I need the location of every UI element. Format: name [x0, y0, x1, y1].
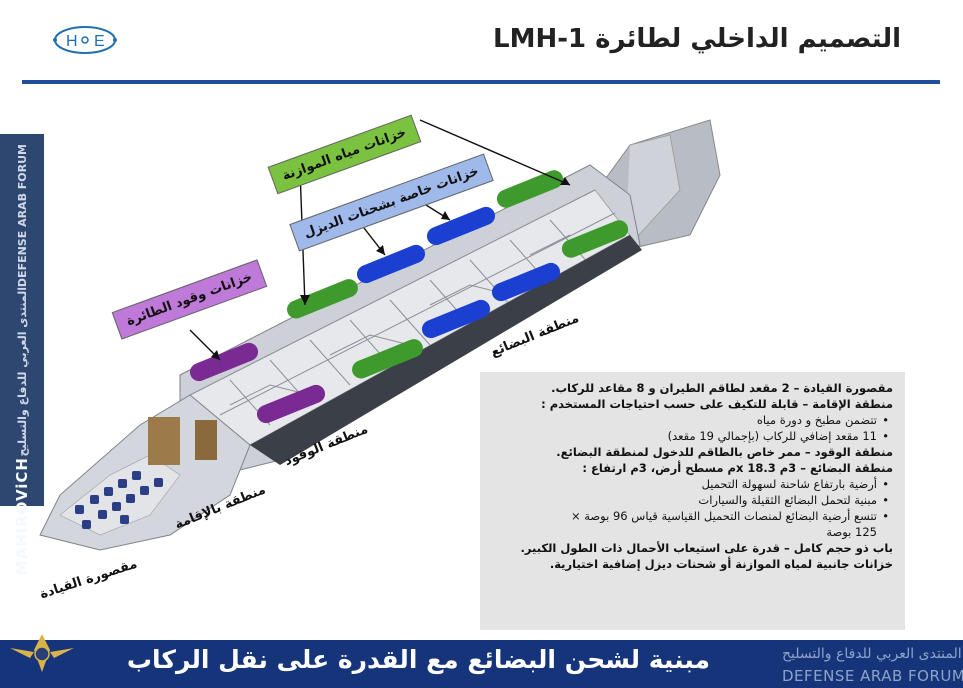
- galley-cabinet: [148, 417, 180, 465]
- footer-watermark-ar: المنتدى العربي للدفاع والتسليح: [782, 646, 962, 662]
- footer-watermark-en: DEFENSE ARAB FORUM: [782, 667, 963, 685]
- spec-side-tanks: خزانات جانبية لمياه الموازنة أو شحنات دي…: [549, 557, 893, 571]
- logo-letter-h: H: [66, 33, 78, 50]
- footer-bar: [0, 640, 963, 688]
- side-brand: MAHiROViCH: [13, 456, 31, 575]
- spec-heavy-loads: مبنية لتحمل البضائع الثقيلة والسيارات: [488, 492, 893, 508]
- spec-extra-seats: 11 مقعد إضافي للركاب (بإجمالي 19 مقعد): [488, 428, 893, 444]
- side-forum-ar: المنتدى العربي للدفاع والتسليح: [15, 287, 29, 457]
- page-title: التصميم الداخلي لطائرة LMH-1: [493, 24, 901, 54]
- spec-cargo: منطقة البضائع – 3م x 18.3م مسطح أرض، 3م …: [582, 461, 893, 475]
- spec-galley: تتضمن مطبخ و دورة مياه: [488, 412, 893, 428]
- side-forum-en: DEFENSE ARAB FORUM: [15, 144, 29, 288]
- spec-door: باب ذو حجم كامل – قدرة على استيعاب الأحم…: [520, 541, 894, 555]
- logo-letter-e: E: [94, 33, 105, 50]
- spec-accommodation: منطقة الإقامة – قابلة للتكيف على حسب احت…: [541, 397, 893, 411]
- spec-cockpit: مقصورة القيادة – 2 مقعد لطاقم الطيران و …: [551, 381, 893, 395]
- spec-pallets-cont: 125 بوصة: [826, 525, 877, 539]
- side-watermark-band: DEFENSE ARAB FORUM المنتدى العربي للدفاع…: [0, 134, 44, 575]
- spec-boarding: منطقة الوقود – ممر خاص بالطاقم للدخول لم…: [556, 445, 893, 459]
- aircraft-cutaway-illustration: [39, 119, 721, 551]
- specs-info-box: مقصورة القيادة – 2 مقعد لطاقم الطيران و …: [480, 372, 905, 630]
- he-logo: H E: [53, 26, 117, 54]
- purple-fuel-tanks: [189, 342, 326, 424]
- eagle-emblem-icon: [10, 634, 74, 672]
- lavatory-block: [195, 420, 217, 460]
- green-ballast-tanks: [287, 170, 629, 379]
- title-divider: [22, 80, 940, 84]
- blue-diesel-tanks: [356, 206, 561, 339]
- passenger-seats: [75, 471, 163, 529]
- lower-hull: [250, 235, 642, 465]
- footer-title: مبنية لشحن البضائع مع القدرة على نقل الر…: [126, 645, 710, 674]
- spec-pallets: تتسع أرضية البضائع لمنصات التحميل القياس…: [488, 508, 893, 524]
- spec-floor-height: أرضية بارتفاع شاحنة لسهولة التحميل: [488, 476, 893, 492]
